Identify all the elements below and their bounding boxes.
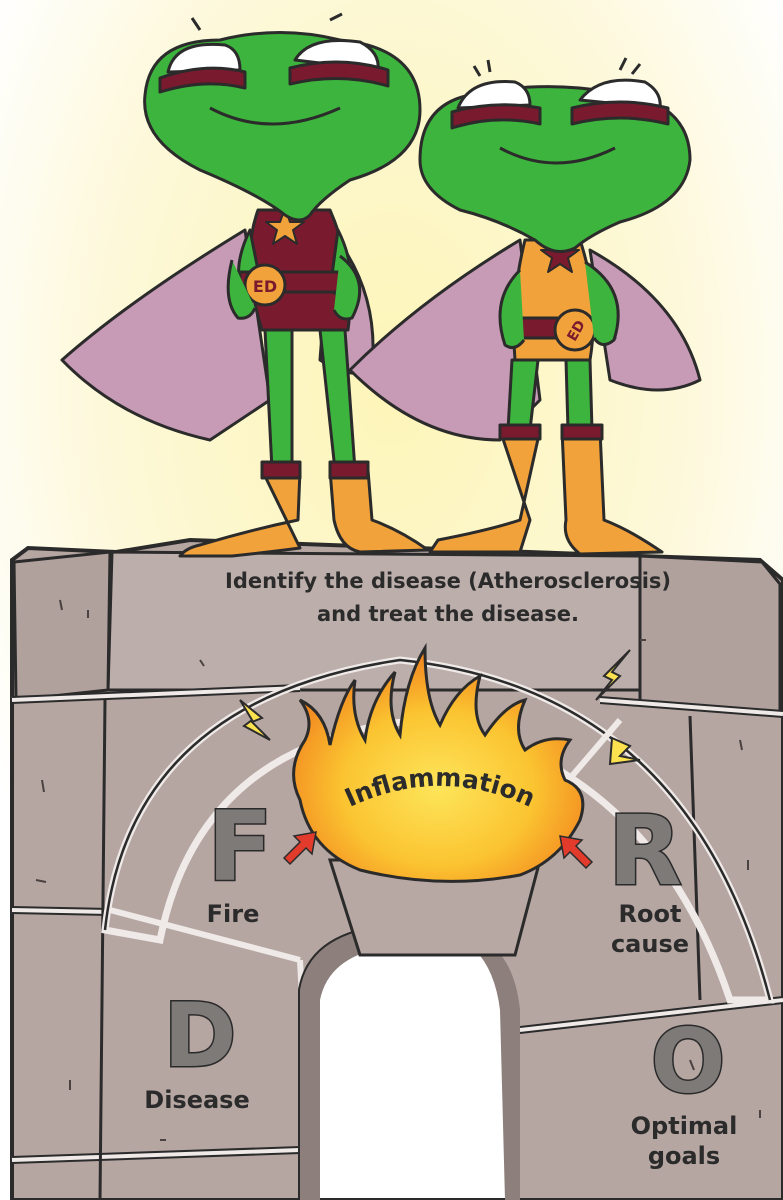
label-optimal: Optimal — [631, 1112, 738, 1140]
label-cause: cause — [611, 930, 689, 958]
belt-emblem-left: ED — [253, 277, 277, 296]
label-root: Root — [619, 900, 682, 928]
letter-d: D — [163, 984, 236, 1087]
letter-o: O — [651, 1010, 726, 1113]
label-goals: goals — [648, 1142, 720, 1170]
caption-line-2: and treat the disease. — [317, 602, 579, 626]
label-fire: Fire — [207, 900, 260, 928]
caption-line-1: Identify the disease (Atherosclerosis) — [225, 569, 671, 593]
letter-f: F — [207, 791, 273, 903]
letter-r: R — [608, 795, 682, 907]
label-disease: Disease — [144, 1086, 249, 1114]
